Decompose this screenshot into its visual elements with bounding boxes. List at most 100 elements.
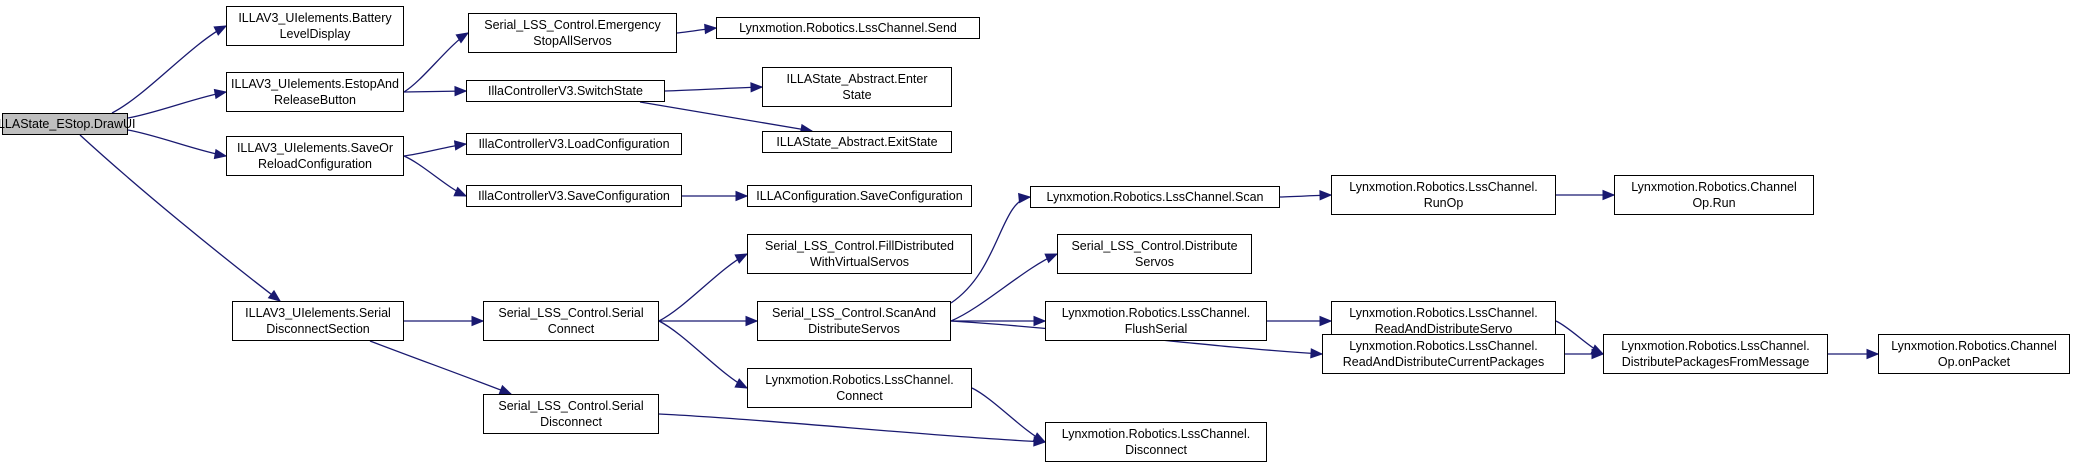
node-label-line: WithVirtualServos xyxy=(809,255,910,269)
edge-flush-serial-to-read-distribute-servo-arrowhead xyxy=(1319,315,1333,327)
edge-root-to-battery-arrowhead xyxy=(213,25,228,36)
node-label-line: Disconnect xyxy=(540,415,602,429)
edge-serial-connect-to-fill-distributed-arrowhead xyxy=(734,253,749,264)
edge-switch-state-to-exit-state xyxy=(639,101,813,132)
edge-switch-state-to-enter-state-arrowhead xyxy=(750,82,764,93)
node-label-line: Serial_LSS_Control.ScanAnd xyxy=(772,306,936,320)
node-label-line: Lynxmotion.Robotics.LssChannel. xyxy=(1349,339,1538,353)
node-label-line: Lynxmotion.Robotics.LssChannel.Send xyxy=(739,21,957,35)
node-run-op[interactable]: Lynxmotion.Robotics.LssChannel. RunOp xyxy=(1331,175,1556,215)
node-label-line: Lynxmotion.Robotics.Channel xyxy=(1631,180,1797,194)
node-label-line: ILLAState_EStop.DrawUI xyxy=(0,117,136,131)
node-label-line: ILLAV3_UIelements.Battery xyxy=(238,11,392,25)
node-label-line: DistributePackagesFromMessage xyxy=(1621,355,1810,369)
node-label-line: ILLAState_Abstract.Enter xyxy=(786,72,928,86)
node-label-line: Disconnect xyxy=(1125,443,1187,457)
node-illa-save-config[interactable]: ILLAConfiguration.SaveConfiguration xyxy=(747,185,972,207)
node-label-line: ReleaseButton xyxy=(273,93,356,107)
node-save-config[interactable]: IllaControllerV3.SaveConfiguration xyxy=(466,185,682,207)
node-label-line: Lynxmotion.Robotics.LssChannel. xyxy=(765,373,954,387)
node-label-line: ILLAConfiguration.SaveConfiguration xyxy=(756,189,963,203)
edge-root-to-battery xyxy=(111,25,227,114)
edge-save-config-to-illa-save-config-arrowhead xyxy=(735,190,749,202)
edge-read-distribute-current-to-distribute-packages-arrowhead xyxy=(1591,348,1605,360)
node-label-line: ILLAV3_UIelements.EstopAnd xyxy=(231,77,399,91)
node-root: ILLAState_EStop.DrawUI xyxy=(0,113,136,135)
edge-scan-distribute-to-distribute-servos-arrowhead xyxy=(1044,253,1059,264)
node-label-line: ILLAV3_UIelements.Serial xyxy=(245,306,391,320)
node-lss-disconnect[interactable]: Lynxmotion.Robotics.LssChannel. Disconnec… xyxy=(1045,422,1267,462)
edge-root-to-save-reload-arrowhead xyxy=(213,148,228,160)
edge-lss-connect-to-lss-disconnect-arrowhead xyxy=(1032,432,1047,443)
node-label-line: Serial_LSS_Control.FillDistributed xyxy=(765,239,954,253)
node-label-line: IllaControllerV3.LoadConfiguration xyxy=(478,137,670,151)
edge-serial-disc-section-to-serial-disconnect-arrowhead xyxy=(498,384,513,395)
node-label-line: ReadAndDistributeCurrentPackages xyxy=(1342,355,1545,369)
edge-serial-disc-section-to-serial-connect-arrowhead xyxy=(471,315,485,327)
node-distribute-packages[interactable]: Lynxmotion.Robotics.LssChannel.Distribut… xyxy=(1603,334,1828,374)
node-label-line: Lynxmotion.Robotics.LssChannel. xyxy=(1061,427,1251,441)
edge-root-to-serial-disc-section xyxy=(79,134,281,302)
edge-scan-distribute-to-distribute-servos xyxy=(950,253,1058,322)
node-label-line: Lynxmotion.Robotics.LssChannel. xyxy=(1061,306,1251,320)
node-label-line: LevelDisplay xyxy=(279,27,351,41)
node-label-line: ILLAV3_UIelements.SaveOr xyxy=(236,141,394,155)
node-read-distribute-current[interactable]: Lynxmotion.Robotics.LssChannel. ReadAndDi… xyxy=(1322,334,1565,374)
edge-estop-release-to-emergency-stop-arrowhead xyxy=(455,32,470,44)
edge-serial-connect-to-fill-distributed xyxy=(658,253,748,322)
node-switch-state[interactable]: IllaControllerV3.SwitchState xyxy=(466,80,665,102)
edge-scan-distribute-to-scan-arrowhead xyxy=(1018,192,1032,204)
edge-switch-state-to-enter-state xyxy=(664,86,763,92)
edge-save-reload-to-load-config-arrowhead xyxy=(453,140,468,151)
node-label-line: Serial_LSS_Control.Emergency xyxy=(484,18,661,32)
node-label-line: Lynxmotion.Robotics.Channel xyxy=(1891,339,2057,353)
node-flush-serial[interactable]: Lynxmotion.Robotics.LssChannel. FlushSeri… xyxy=(1045,301,1267,341)
edge-scan-distribute-to-flush-serial-arrowhead xyxy=(1033,315,1047,327)
node-label-line: ReloadConfiguration xyxy=(258,157,372,171)
node-label-line: RunOp xyxy=(1423,196,1464,210)
node-label-line: Lynxmotion.Robotics.LssChannel. xyxy=(1349,180,1538,194)
edge-save-reload-to-save-config-arrowhead xyxy=(453,186,468,197)
edge-estop-release-to-switch-state-arrowhead xyxy=(454,85,468,97)
edge-distribute-packages-to-channel-op-onpacket-arrowhead xyxy=(1866,348,1880,360)
node-label-line: Connect xyxy=(547,322,595,336)
edge-root-to-serial-disc-section-arrowhead xyxy=(267,289,282,302)
node-label-line: IllaControllerV3.SaveConfiguration xyxy=(478,189,670,203)
node-label-line: Serial_LSS_Control.Serial xyxy=(498,306,644,320)
node-lss-connect[interactable]: Lynxmotion.Robotics.LssChannel.Connect xyxy=(747,368,972,408)
edge-scan-to-run-op-arrowhead xyxy=(1319,190,1333,201)
edge-emergency-stop-to-send-arrowhead xyxy=(704,23,718,35)
node-label-line: Servos xyxy=(1135,255,1174,269)
node-exit-state[interactable]: ILLAState_Abstract.ExitState xyxy=(762,131,952,153)
node-label-line: Op.onPacket xyxy=(1937,355,2011,369)
edge-root-to-estop-release xyxy=(127,91,227,119)
edge-lss-connect-to-lss-disconnect xyxy=(971,387,1046,443)
edge-serial-connect-to-scan-distribute-arrowhead xyxy=(745,315,759,327)
node-label-line: StopAllServos xyxy=(533,34,612,48)
edge-root-to-estop-release-arrowhead xyxy=(213,88,228,100)
node-label-line: FlushSerial xyxy=(1124,322,1188,336)
node-load-config[interactable]: IllaControllerV3.LoadConfiguration xyxy=(466,133,682,155)
node-label-line: Lynxmotion.Robotics.LssChannel. xyxy=(1349,306,1538,320)
node-label-line: DistributeServos xyxy=(808,322,900,336)
edge-serial-disc-section-to-serial-disconnect xyxy=(369,340,512,395)
node-label-line: DisconnectSection xyxy=(266,322,370,336)
edge-run-op-to-channel-op-run-arrowhead xyxy=(1602,189,1616,201)
node-send[interactable]: Lynxmotion.Robotics.LssChannel.Send xyxy=(716,17,980,39)
node-label-line: State xyxy=(842,88,872,102)
node-scan[interactable]: Lynxmotion.Robotics.LssChannel.Scan xyxy=(1030,186,1280,208)
